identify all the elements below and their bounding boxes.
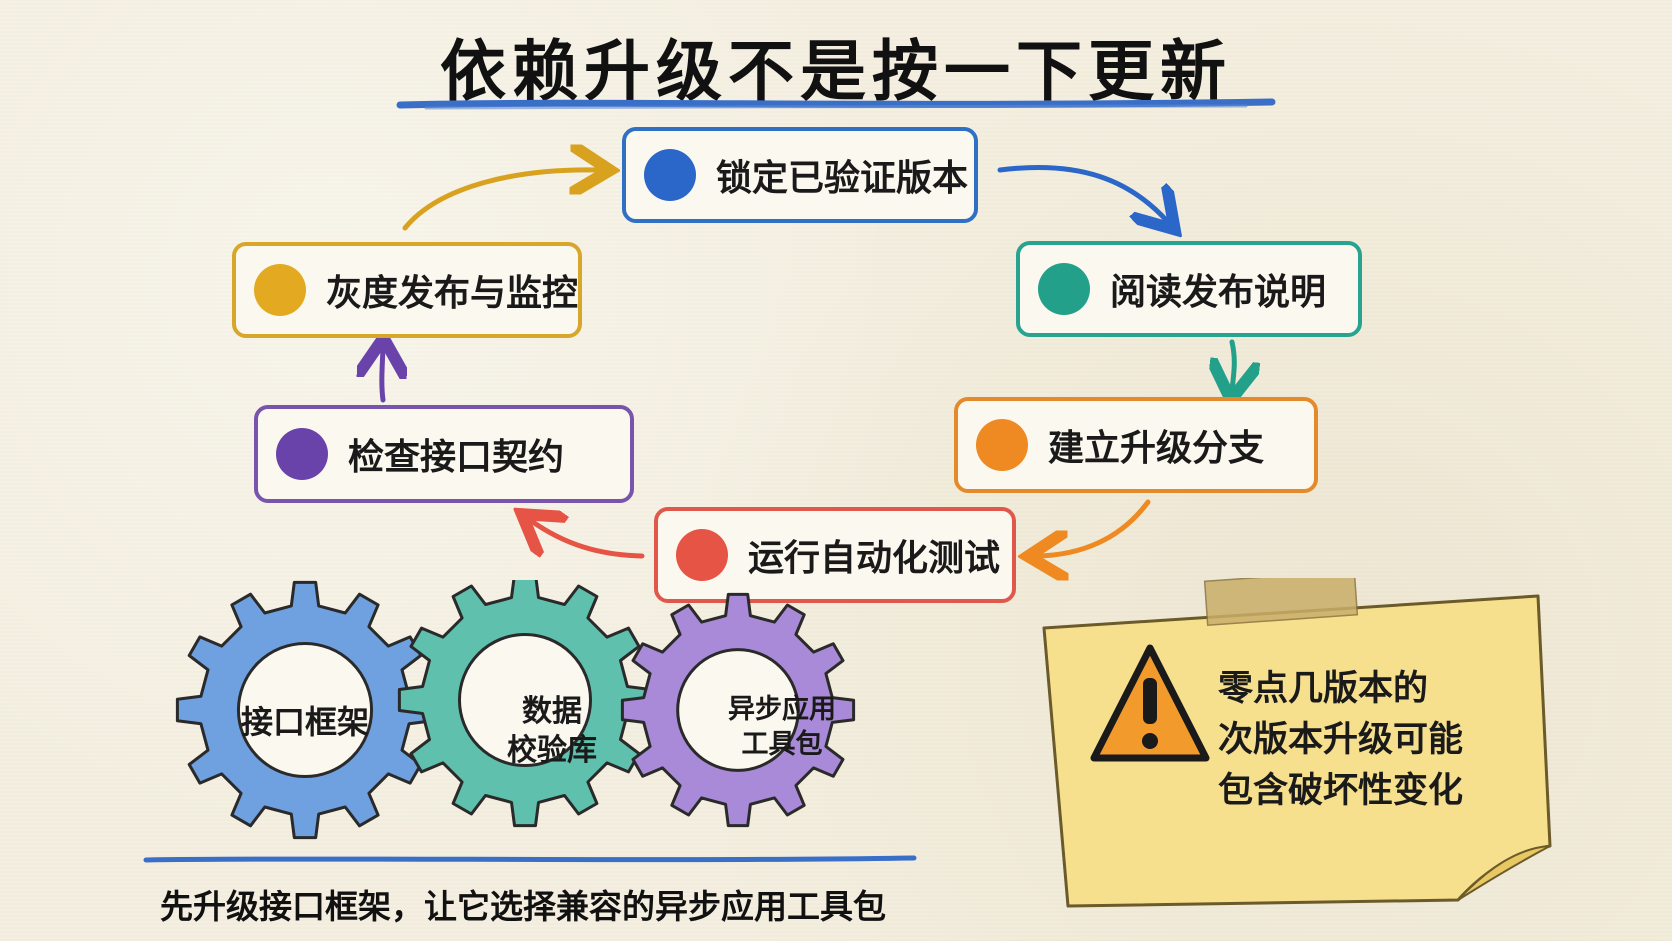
step-canary-release: 灰度发布与监控 (232, 242, 582, 338)
gear-label-line: 工具包 (741, 729, 823, 761)
arrow-5-to-6 (382, 348, 383, 403)
warning-line: 包含破坏性变化 (1218, 770, 1464, 811)
step-dot (976, 419, 1028, 471)
step-label: 阅读发布说明 (1110, 272, 1327, 313)
step-dot (1038, 263, 1090, 315)
step-run-tests: 运行自动化测试 (654, 507, 1016, 603)
step-dot (676, 529, 728, 581)
step-read-release-notes: 阅读发布说明 (1016, 241, 1362, 337)
gear-label-line: 校验库 (507, 733, 597, 768)
arrow-1-to-2 (997, 165, 1168, 222)
gear-validation (397, 580, 653, 828)
warning-line: 零点几版本的 (1218, 669, 1429, 709)
gear-label-line: 数据 (522, 694, 582, 729)
warning-line: 次版本升级可能 (1218, 719, 1464, 760)
title-underline (396, 98, 1276, 110)
step-check-contract: 检查接口契约 (254, 405, 634, 503)
step-label: 运行自动化测试 (748, 538, 1001, 579)
step-lock-version: 锁定已验证版本 (622, 127, 978, 223)
step-create-branch: 建立升级分支 (954, 397, 1318, 493)
warning-icon (1090, 644, 1210, 762)
arrow-2-to-3 (1232, 339, 1234, 390)
step-label: 检查接口契约 (348, 437, 565, 478)
gear-label-line: 异步应用 (728, 694, 836, 725)
arrow-6-to-1 (402, 170, 600, 231)
tape (1203, 578, 1359, 626)
warning-note (1042, 578, 1552, 908)
gear-label-async: 异步应用 工具包 (718, 692, 846, 762)
gear-label-framework: 接口框架 (235, 702, 375, 744)
step-label: 灰度发布与监控 (326, 273, 579, 314)
gear-label-line: 接口框架 (240, 703, 369, 741)
gear-async (620, 592, 856, 828)
step-label: 锁定已验证版本 (716, 158, 969, 199)
arrow-3-to-4 (1038, 499, 1151, 556)
step-dot (644, 149, 696, 201)
step-label: 建立升级分支 (1048, 428, 1265, 469)
page-title: 依赖升级不是按一下更新 (440, 33, 1232, 110)
gear-caption: 先升级接口框架，让它选择兼容的异步应用工具包 (160, 887, 886, 926)
step-dot (276, 428, 328, 480)
step-dot (254, 264, 306, 316)
gears-group (175, 580, 856, 840)
gear-framework (175, 580, 435, 840)
gear-baseline (143, 855, 917, 863)
gear-label-validation: 数据 校验库 (477, 692, 627, 770)
arrow-4-to-5 (530, 520, 645, 559)
warning-text: 零点几版本的 次版本升级可能 包含破坏性变化 (1218, 664, 1518, 816)
